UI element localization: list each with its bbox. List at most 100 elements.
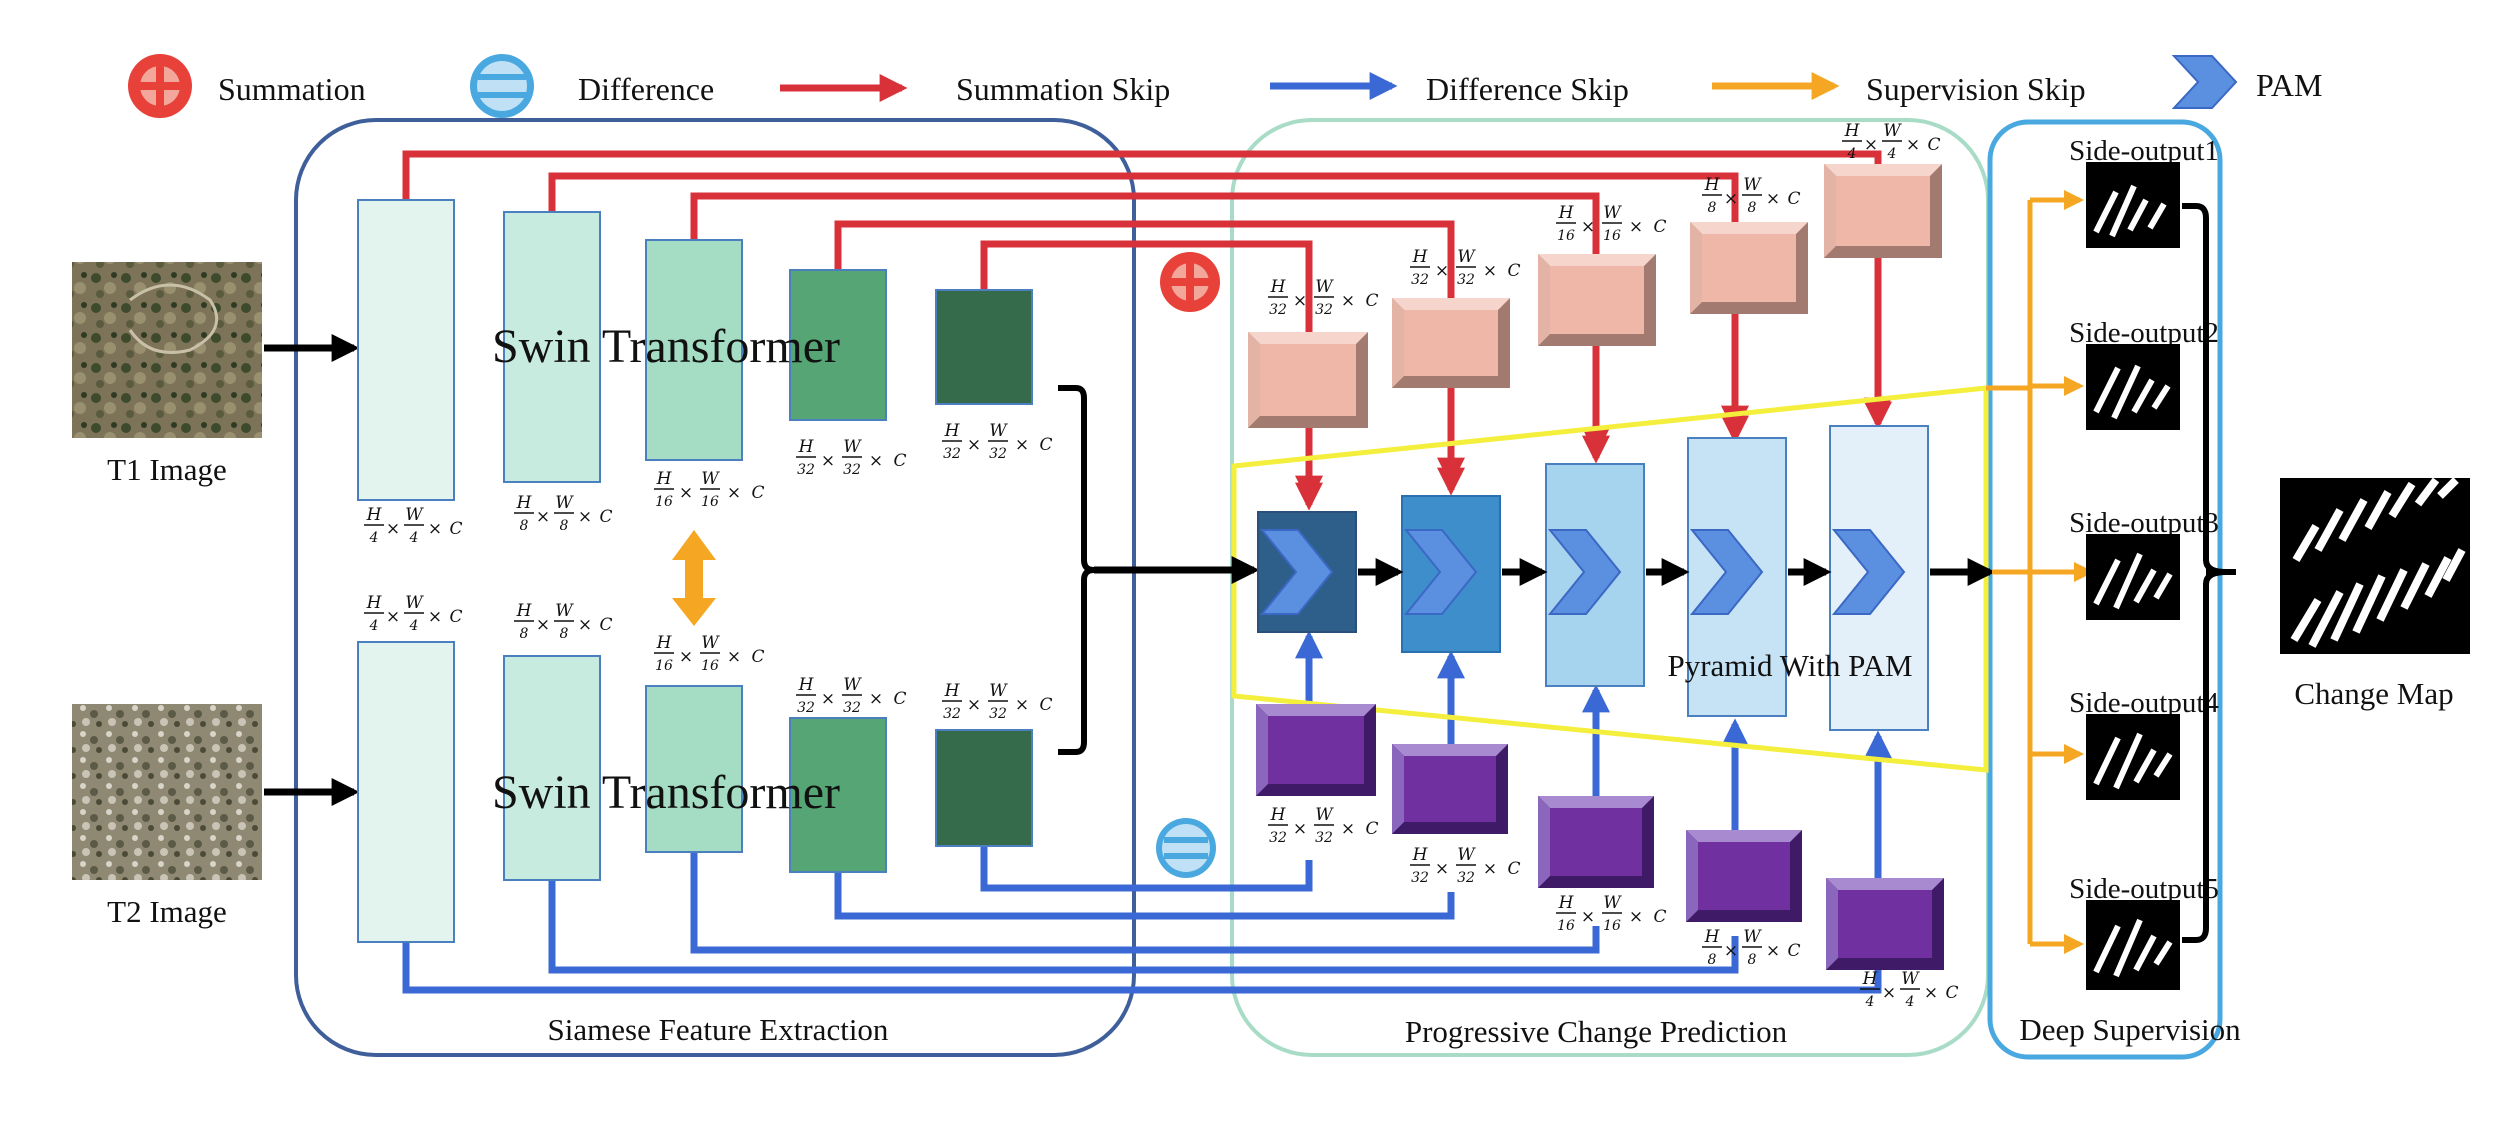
svg-text:×: × bbox=[1724, 189, 1738, 209]
svg-text:C: C bbox=[1927, 135, 1940, 155]
svg-text:×: × bbox=[1435, 261, 1449, 281]
svg-text:×: × bbox=[869, 451, 883, 471]
svg-text:16: 16 bbox=[1557, 918, 1575, 934]
svg-text:8: 8 bbox=[520, 626, 529, 642]
svg-text:H: H bbox=[798, 675, 815, 695]
svg-text:×: × bbox=[1581, 907, 1595, 927]
siamese-section-border bbox=[294, 118, 1136, 1057]
legend-difference-label: Difference bbox=[578, 71, 714, 107]
svg-text:×: × bbox=[386, 519, 400, 539]
stage3-bottom-block bbox=[645, 685, 743, 853]
svg-text:C: C bbox=[1507, 859, 1520, 879]
svg-text:×: × bbox=[1724, 941, 1738, 961]
svg-text:×: × bbox=[578, 507, 592, 527]
svg-text:8: 8 bbox=[1708, 952, 1717, 968]
svg-text:32: 32 bbox=[1457, 272, 1475, 288]
svg-text:×: × bbox=[727, 483, 741, 503]
svg-text:×: × bbox=[536, 507, 550, 527]
encoder-bottom: Swin Transformer bbox=[357, 641, 1033, 943]
deep-supervision-border bbox=[1987, 119, 2223, 1060]
svg-text:C: C bbox=[1039, 695, 1052, 715]
svg-text:×: × bbox=[1864, 135, 1878, 155]
svg-text:32: 32 bbox=[1315, 302, 1333, 318]
svg-text:H: H bbox=[366, 505, 383, 525]
chevron-pam-icon bbox=[1259, 529, 1334, 615]
pam-block-4 bbox=[1687, 437, 1787, 717]
svg-text:32: 32 bbox=[989, 706, 1007, 722]
svg-text:8: 8 bbox=[560, 626, 569, 642]
stage5-bottom-block bbox=[935, 729, 1033, 847]
svg-text:×: × bbox=[1581, 217, 1595, 237]
legend-summation-label: Summation bbox=[218, 71, 366, 107]
svg-text:C: C bbox=[449, 607, 462, 627]
t2-image-label: T2 Image bbox=[107, 894, 227, 929]
svg-text:×: × bbox=[428, 607, 442, 627]
swin-transformer-top-label: Swin Transformer bbox=[492, 320, 840, 373]
svg-text:H: H bbox=[1558, 203, 1575, 223]
svg-text:4: 4 bbox=[409, 530, 419, 546]
difference-blocks bbox=[1256, 704, 1944, 970]
svg-text:W: W bbox=[1315, 805, 1334, 825]
legend: Summation Difference Summation Skip Diff… bbox=[128, 54, 2322, 118]
svg-text:W: W bbox=[989, 681, 1008, 701]
svg-text:32: 32 bbox=[1411, 870, 1429, 886]
svg-text:W: W bbox=[843, 437, 862, 457]
dim-stage2-top: H8×W8×C bbox=[514, 493, 613, 534]
dim-stage5-bottom: H32×W32×C bbox=[942, 681, 1053, 722]
svg-text:W: W bbox=[1603, 203, 1622, 223]
stage4-bottom-block bbox=[789, 717, 887, 873]
svg-text:16: 16 bbox=[1557, 228, 1575, 244]
summation-block-4 bbox=[1690, 222, 1808, 314]
svg-text:4: 4 bbox=[1887, 146, 1897, 162]
summation-blocks bbox=[1248, 164, 1942, 428]
side-output-1-map bbox=[2086, 162, 2180, 248]
difference-block-1 bbox=[1256, 704, 1376, 796]
dimension-labels: H4×W4×CH8×W8×CH16×W16×CH32×W32×CH32×W32×… bbox=[364, 121, 1959, 1010]
svg-text:W: W bbox=[1457, 845, 1476, 865]
svg-text:H: H bbox=[1862, 969, 1879, 989]
svg-text:C: C bbox=[1787, 941, 1800, 961]
svg-text:H: H bbox=[516, 601, 533, 621]
svg-text:8: 8 bbox=[1748, 952, 1757, 968]
stage4-top-block bbox=[789, 269, 887, 421]
svg-text:C: C bbox=[1787, 189, 1800, 209]
svg-text:×: × bbox=[1924, 983, 1938, 1003]
svg-text:×: × bbox=[1015, 435, 1029, 455]
circle-plus-icon bbox=[128, 54, 192, 118]
svg-text:32: 32 bbox=[1457, 870, 1475, 886]
svg-text:W: W bbox=[1457, 247, 1476, 267]
svg-text:H: H bbox=[1844, 121, 1861, 141]
svg-text:×: × bbox=[428, 519, 442, 539]
svg-text:H: H bbox=[944, 421, 961, 441]
svg-text:W: W bbox=[1743, 927, 1762, 947]
difference-block-3 bbox=[1538, 796, 1654, 888]
svg-text:16: 16 bbox=[701, 494, 719, 510]
svg-text:W: W bbox=[405, 593, 424, 613]
svg-text:C: C bbox=[893, 451, 906, 471]
svg-text:×: × bbox=[679, 483, 693, 503]
dim-stage4-bottom: H32×W32×C bbox=[796, 675, 907, 716]
side-output-4-label: Side-output4 bbox=[2069, 687, 2219, 719]
svg-text:32: 32 bbox=[1411, 272, 1429, 288]
svg-text:×: × bbox=[1629, 217, 1643, 237]
swin-transformer-bottom-label: Swin Transformer bbox=[492, 766, 840, 819]
svg-text:W: W bbox=[1743, 175, 1762, 195]
change-map-buildings bbox=[2290, 477, 2466, 648]
svg-text:W: W bbox=[843, 675, 862, 695]
svg-text:×: × bbox=[1882, 983, 1896, 1003]
pyramid-outline bbox=[1231, 385, 1989, 773]
summation-block-2 bbox=[1392, 298, 1510, 388]
difference-block-2 bbox=[1392, 744, 1508, 834]
progressive-section-label: Progressive Change Prediction bbox=[1405, 1014, 1788, 1049]
svg-text:W: W bbox=[555, 601, 574, 621]
side-output-1-label: Side-output1 bbox=[2069, 135, 2219, 167]
svg-text:H: H bbox=[1412, 845, 1429, 865]
svg-text:8: 8 bbox=[560, 518, 569, 534]
stage5-top-block bbox=[935, 289, 1033, 405]
stage1-top-block bbox=[357, 199, 455, 501]
side-output-3-label: Side-output3 bbox=[2069, 507, 2219, 539]
svg-text:4: 4 bbox=[1847, 146, 1857, 162]
dim-sum-1: H32×W32×C bbox=[1268, 277, 1379, 318]
circle-minus-icon bbox=[1156, 818, 1216, 878]
